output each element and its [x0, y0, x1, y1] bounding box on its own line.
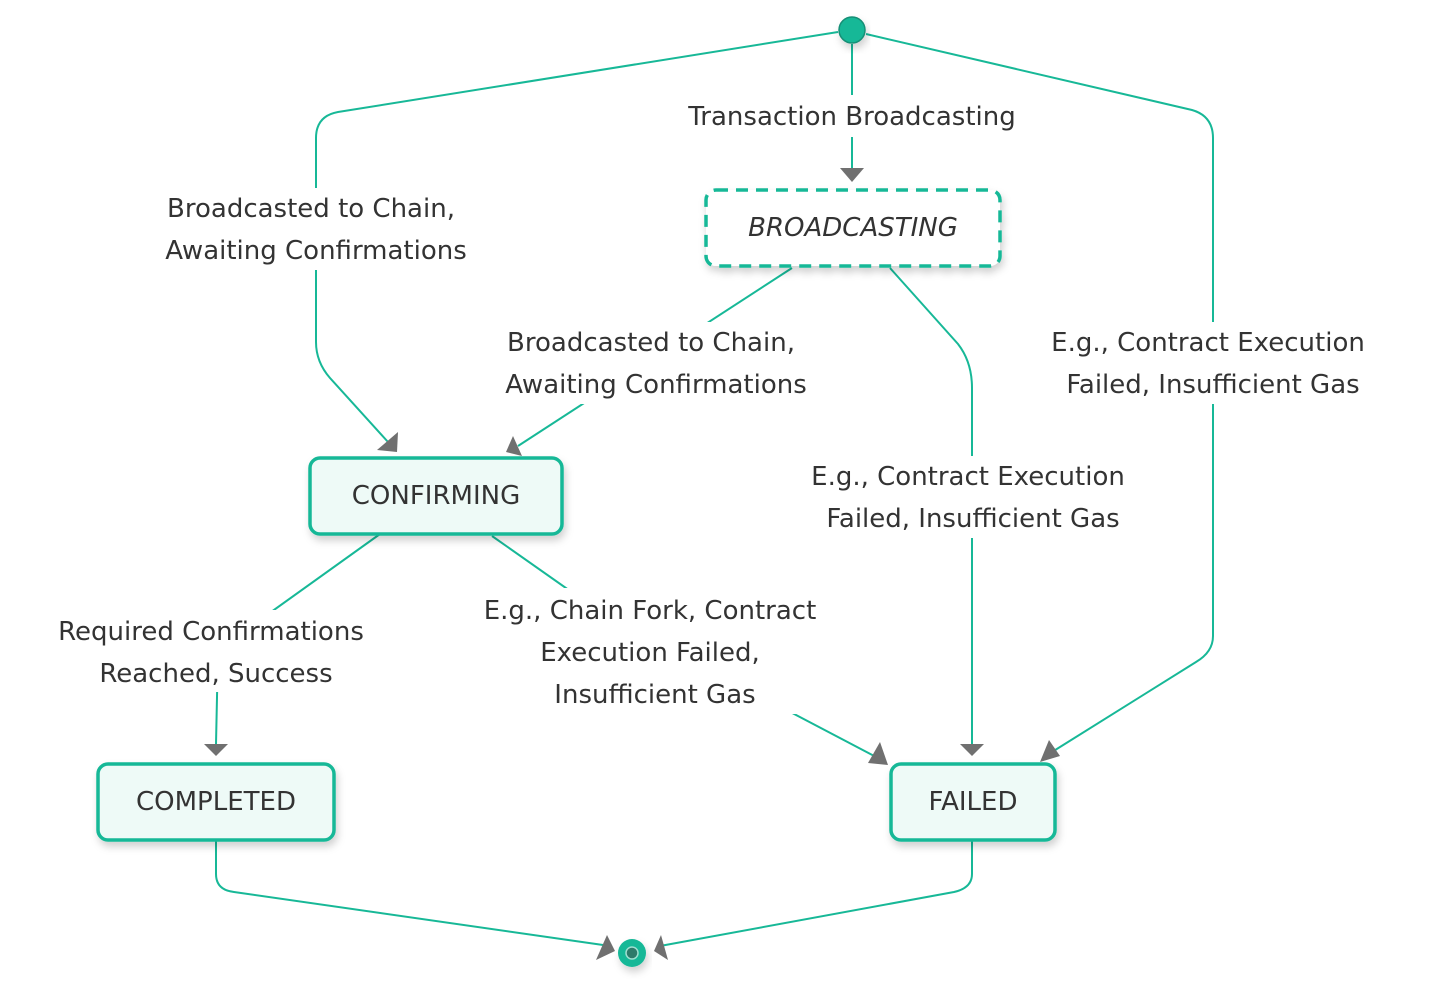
state-completed[interactable]: COMPLETED: [96, 762, 336, 842]
transition-label-line: E.g., Contract Execution: [1051, 328, 1365, 358]
transition-label-line: Required Confirmations: [58, 617, 364, 647]
label-broadcasting-to-failed: E.g., Contract Execution Failed, Insuffi…: [794, 456, 1144, 538]
arrowhead-icon: [1040, 740, 1060, 762]
label-start-to-failed: E.g., Contract Execution Failed, Insuffi…: [1034, 322, 1384, 404]
transition-label-line: Failed, Insufficient Gas: [1066, 370, 1359, 400]
transition-label-line: Awaiting Confirmations: [165, 236, 467, 266]
label-start-to-confirming: Broadcasted to Chain, Awaiting Confirmat…: [148, 188, 484, 270]
transition-label-line: E.g., Chain Fork, Contract: [484, 596, 817, 626]
arrowheads: [204, 168, 1060, 960]
transition-label-line: Failed, Insufficient Gas: [826, 504, 1119, 534]
arrowhead-icon: [654, 935, 668, 960]
arrowhead-icon: [377, 432, 398, 452]
start-node[interactable]: [838, 16, 866, 44]
transition-label-line: Execution Failed,: [540, 638, 760, 668]
state-box: [308, 456, 564, 536]
transition-label-line: Broadcasted to Chain,: [167, 194, 455, 224]
state-broadcasting[interactable]: BROADCASTING: [704, 188, 1002, 268]
arrowhead-icon: [204, 744, 228, 756]
edge-completed-to-end[interactable]: [215, 840, 611, 947]
label-confirming-to-failed: E.g., Chain Fork, Contract Execution Fai…: [464, 588, 838, 714]
transition-label-line: Broadcasted to Chain,: [507, 328, 795, 358]
label-broadcasting-to-confirming: Broadcasted to Chain, Awaiting Confirmat…: [488, 322, 824, 404]
arrowhead-icon: [840, 168, 864, 182]
arrowhead-icon: [596, 935, 615, 960]
state-failed[interactable]: FAILED: [889, 762, 1057, 842]
end-state-inner-icon: [625, 946, 639, 960]
label-confirming-to-completed: Required Confirmations Reached, Success: [42, 610, 382, 692]
end-node[interactable]: [618, 939, 646, 967]
edge-labels: Transaction Broadcasting Broadcasted to …: [42, 95, 1384, 714]
state-label: FAILED: [929, 787, 1018, 817]
arrowhead-icon: [506, 436, 522, 456]
arrowhead-icon: [868, 742, 888, 765]
edge-failed-to-end[interactable]: [659, 840, 973, 947]
state-label: COMPLETED: [136, 787, 296, 817]
start-state-icon: [838, 16, 866, 44]
transition-label-line: Insufficient Gas: [554, 680, 755, 710]
transition-label-line: Reached, Success: [99, 659, 332, 689]
state-box: [96, 762, 336, 842]
state-box: [704, 188, 1002, 268]
transition-label-line: Awaiting Confirmations: [505, 370, 807, 400]
state-label: CONFIRMING: [352, 481, 520, 511]
label-start-to-broadcasting: Transaction Broadcasting: [672, 95, 1034, 137]
transition-label-line: Transaction Broadcasting: [687, 102, 1015, 132]
transition-label-line: E.g., Contract Execution: [811, 462, 1125, 492]
state-label: BROADCASTING: [748, 213, 958, 243]
state-confirming[interactable]: CONFIRMING: [308, 456, 564, 536]
edge-broadcasting-to-failed[interactable]: [889, 267, 973, 748]
arrowhead-icon: [960, 744, 984, 756]
state-box: [889, 762, 1057, 842]
